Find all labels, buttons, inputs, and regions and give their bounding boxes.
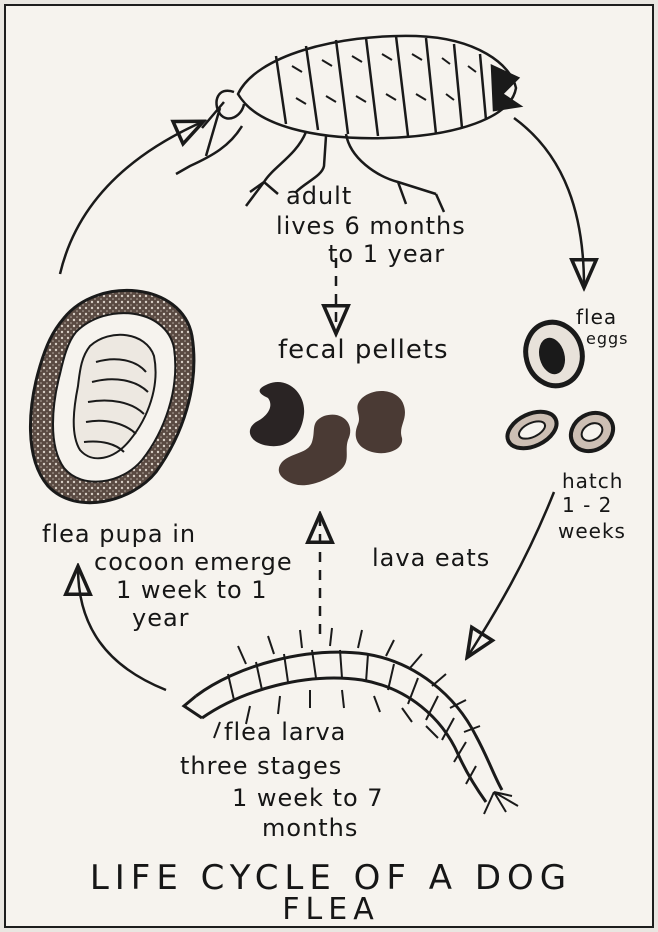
arrow-eggs-to-larva — [468, 492, 554, 656]
pupa-label-line2: cocoon emerge — [94, 548, 293, 576]
pupa-label-line4: year — [132, 604, 190, 632]
pupa-label-line3: 1 week to 1 — [116, 576, 268, 604]
larva-label-line2: three stages — [180, 752, 342, 780]
adult-lifespan-line2: to 1 year — [328, 240, 445, 268]
hatch-label-line3: weeks — [558, 520, 626, 542]
fecal-pellets-label: fecal pellets — [278, 336, 449, 364]
larva-label-line4: months — [262, 814, 358, 842]
arrow-pupa-to-adult — [60, 122, 202, 274]
hatch-label-line2: 1 - 2 — [562, 494, 612, 516]
hatch-label-line1: hatch — [562, 470, 623, 492]
pupa-cocoon-drawing — [30, 290, 193, 502]
pupa-label-line1: flea pupa in — [42, 520, 196, 548]
fecal-pellets-drawing — [250, 382, 405, 485]
adult-lifespan-line1: lives 6 months — [276, 212, 466, 240]
flea-eggs-label-line1: flea — [576, 306, 617, 328]
larva-label-line3: 1 week to 7 — [232, 784, 384, 812]
diagram-page: adult lives 6 months to 1 year fecal pel… — [4, 4, 654, 928]
adult-label: adult — [286, 182, 352, 210]
diagram-title-line2: FLEA — [6, 894, 656, 926]
larva-eats-label: lava eats — [372, 544, 490, 572]
larva-label-line1: flea larva — [224, 718, 346, 746]
arrow-adult-to-eggs — [514, 118, 584, 286]
flea-eggs-label-line2: eggs — [586, 328, 629, 350]
